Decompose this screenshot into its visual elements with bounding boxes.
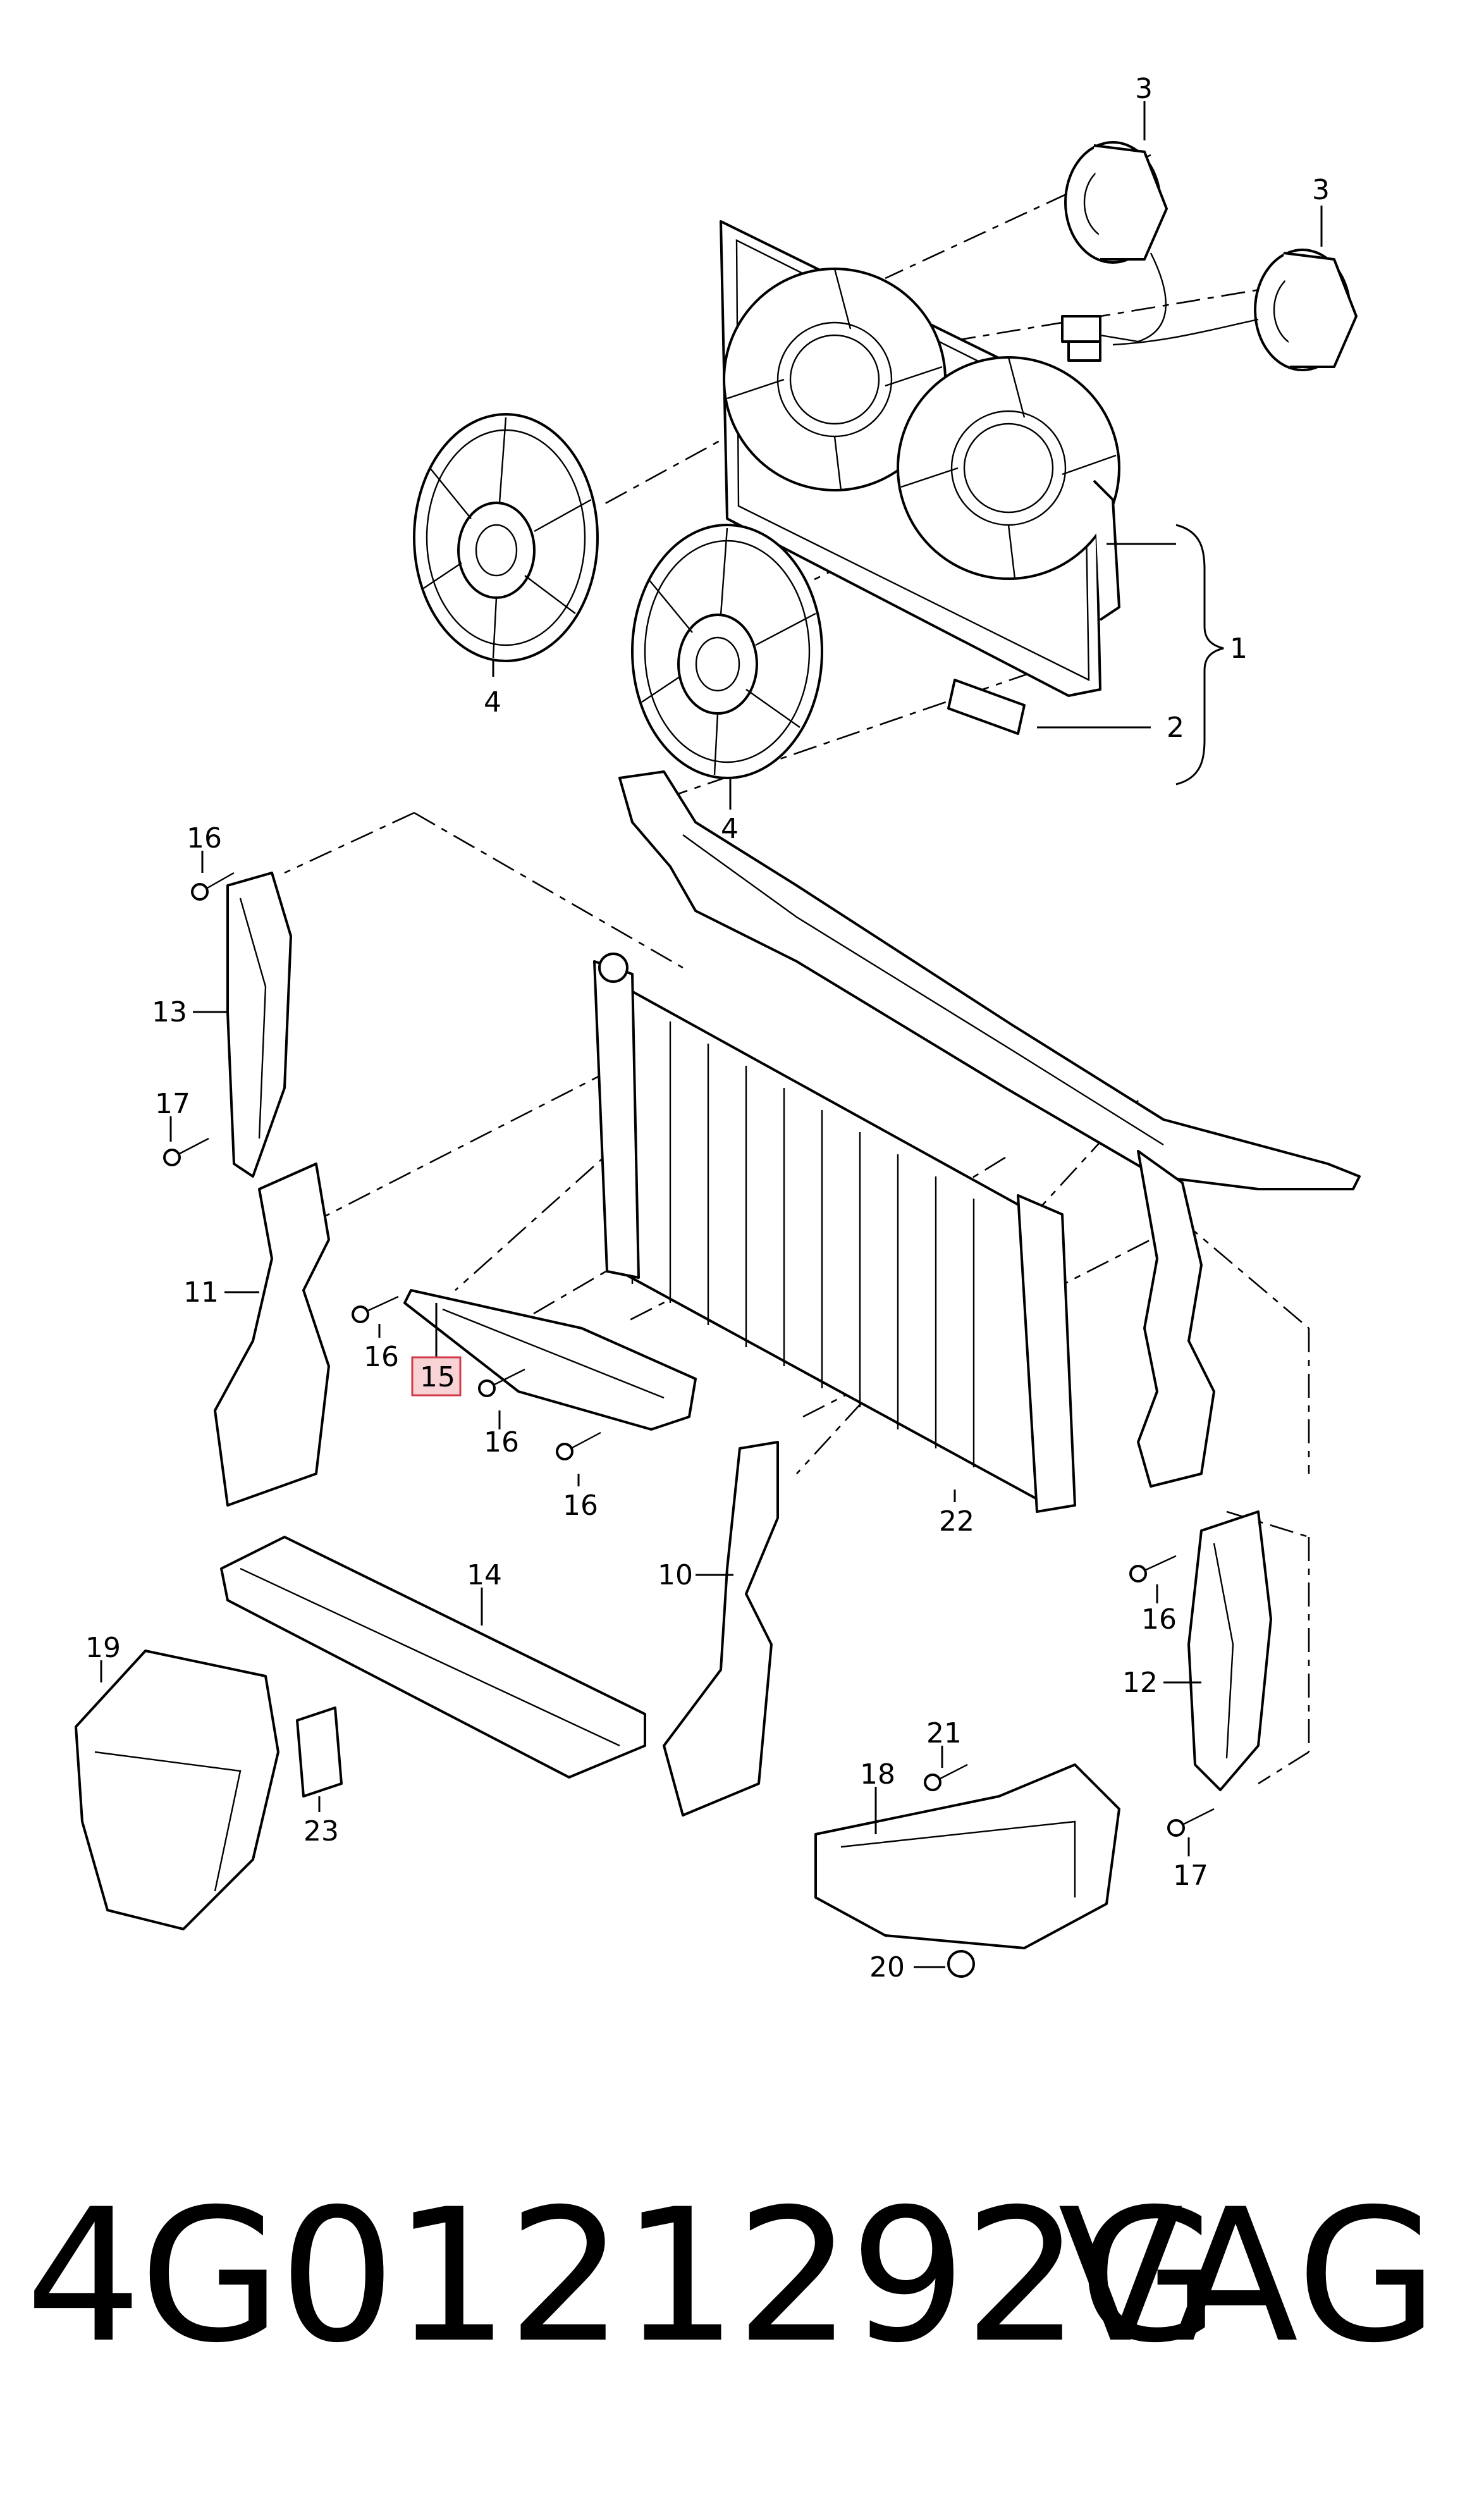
callout-16: 16 bbox=[187, 822, 222, 854]
fan-shroud bbox=[720, 220, 1120, 697]
air-guide-13 bbox=[226, 872, 292, 1178]
callout-16: 16 bbox=[1141, 1603, 1177, 1636]
bracket-23 bbox=[296, 1706, 343, 1798]
callout-23: 23 bbox=[304, 1815, 339, 1848]
fan-left bbox=[413, 413, 599, 662]
callout-13: 13 bbox=[152, 996, 187, 1028]
callout-17: 17 bbox=[155, 1088, 190, 1120]
callout-16: 16 bbox=[484, 1426, 519, 1459]
callout-12: 12 bbox=[1122, 1667, 1158, 1699]
seal-plate bbox=[947, 679, 1026, 735]
callout-4: 4 bbox=[484, 686, 501, 719]
callout-19: 19 bbox=[85, 1632, 121, 1664]
callout-1: 1 bbox=[1230, 632, 1248, 665]
air-guide-10 bbox=[663, 1441, 779, 1817]
callout-18: 18 bbox=[860, 1758, 895, 1791]
callout-20: 20 bbox=[869, 1951, 905, 1984]
callout-21: 21 bbox=[926, 1717, 962, 1749]
brand-label: VAG bbox=[1058, 2170, 1440, 2383]
callout-22: 22 bbox=[939, 1505, 974, 1538]
screws bbox=[163, 872, 1215, 1837]
callout-14: 14 bbox=[467, 1559, 502, 1591]
callout-16: 16 bbox=[563, 1490, 598, 1522]
callout-16: 16 bbox=[364, 1341, 399, 1373]
part-number: 4G0121292G bbox=[25, 2170, 1220, 2383]
footer: 4G0121292G VAG bbox=[0, 2176, 1484, 2378]
callout-3: 3 bbox=[1135, 73, 1153, 105]
callout-17: 17 bbox=[1173, 1860, 1208, 1892]
leader-lines bbox=[100, 101, 1323, 1968]
air-duct-18 bbox=[814, 1763, 1120, 1949]
underbody-panel-14 bbox=[220, 1536, 646, 1779]
callout-4: 4 bbox=[721, 813, 739, 845]
fan-right bbox=[631, 524, 823, 779]
fan-motor-right bbox=[1254, 249, 1358, 371]
radiator bbox=[593, 953, 1076, 1513]
nut-20 bbox=[947, 1950, 975, 1978]
callout-10: 10 bbox=[658, 1559, 693, 1591]
exploded-parts-diagram: 3 3 4 4 1 2 16 13 17 11 16 15 16 16 22 1… bbox=[75, 73, 1361, 1984]
air-duct-19 bbox=[75, 1650, 279, 1930]
callout-15-highlight bbox=[411, 1356, 462, 1397]
callout-2: 2 bbox=[1167, 712, 1184, 744]
lock-carrier bbox=[618, 770, 1361, 1488]
callout-labels: 3 3 4 4 1 2 16 13 17 11 16 15 16 16 22 1… bbox=[85, 73, 1330, 1984]
callout-11: 11 bbox=[183, 1276, 219, 1309]
bracket-15 bbox=[403, 1289, 697, 1431]
air-guide-12 bbox=[1187, 1510, 1272, 1791]
air-guide-11 bbox=[214, 1163, 330, 1507]
motor-wiring-harness bbox=[1061, 252, 1259, 362]
fan-motor-left bbox=[1064, 141, 1168, 264]
callout-3: 3 bbox=[1312, 174, 1330, 206]
callout-15: 15 bbox=[420, 1361, 455, 1393]
